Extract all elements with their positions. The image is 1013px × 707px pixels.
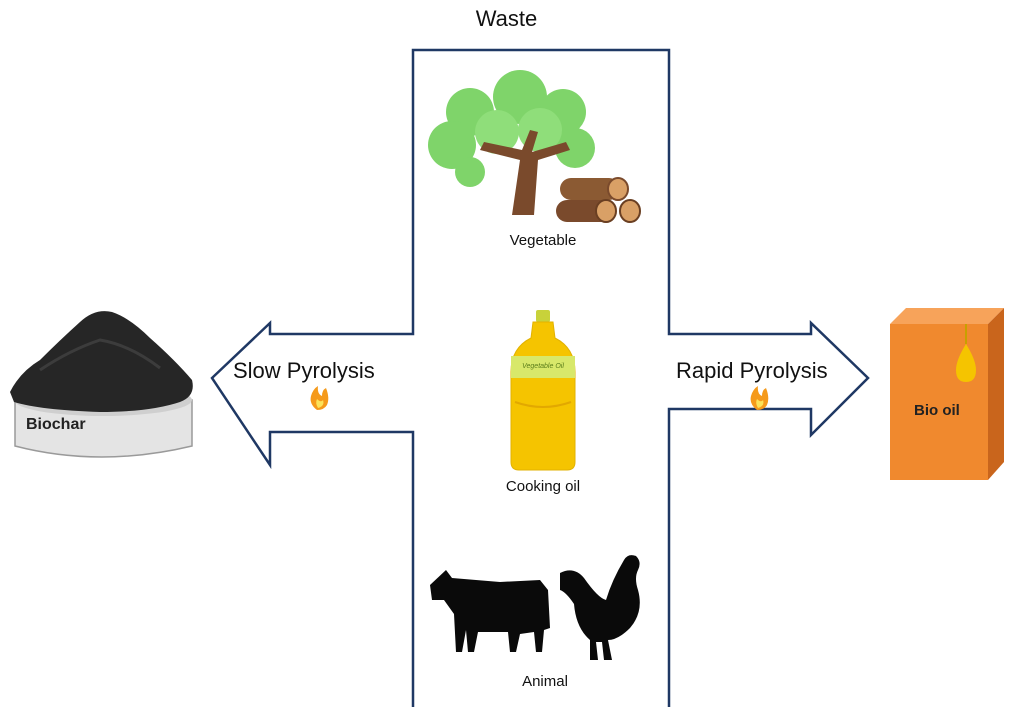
bio-oil-label: Bio oil [914,402,960,419]
flame-icon [310,386,329,410]
animal-label: Animal [522,673,568,690]
biochar-pile-icon [10,311,193,458]
vegetable-label: Vegetable [509,232,577,249]
diagram-title: Waste [475,6,538,31]
bio-oil-box-icon [890,308,1004,480]
bottle-label-text: Vegetable Oil [522,363,564,370]
tree-icon [428,70,595,215]
logs-icon [556,177,641,223]
rapid-pyrolysis-label: Rapid Pyrolysis [676,358,828,383]
slow-pyrolysis-label: Slow Pyrolysis [233,358,375,383]
cooking-oil-label: Cooking oil [505,478,581,495]
waste-cross-outline [210,48,870,707]
oil-bottle-icon [510,310,576,471]
biochar-label: Biochar [26,416,86,433]
rooster-icon [560,555,640,660]
flame-icon [750,386,769,410]
cow-icon [430,570,550,652]
